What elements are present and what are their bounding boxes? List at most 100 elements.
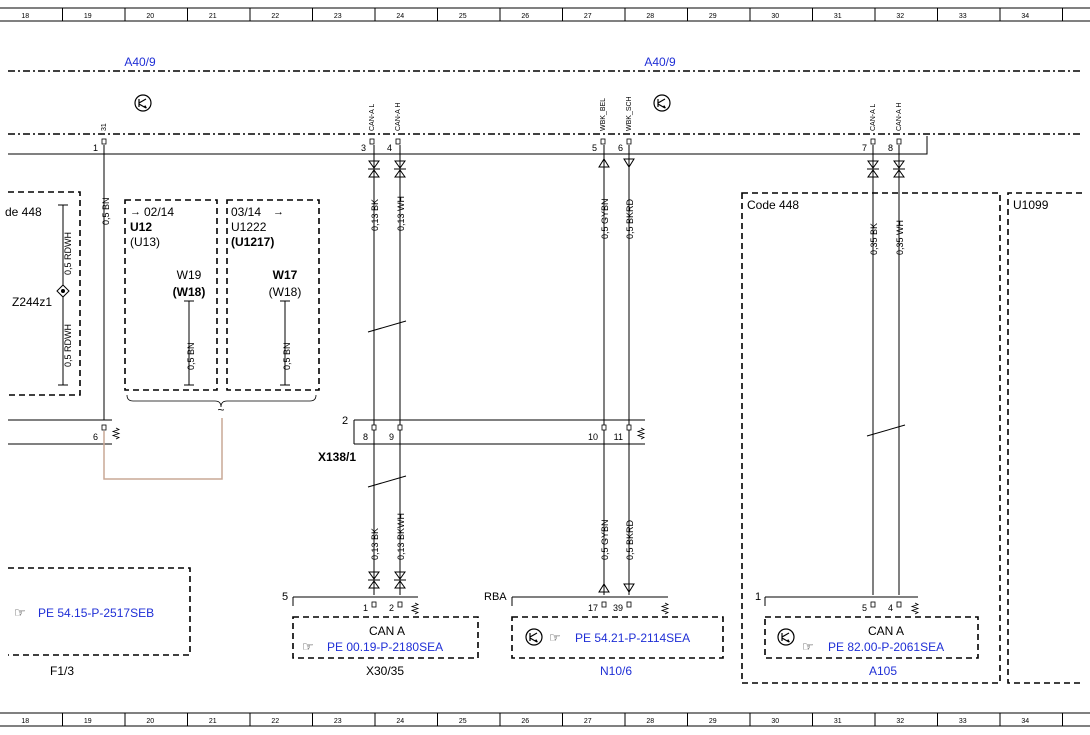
grid-column-number: 21 xyxy=(209,13,217,20)
box-label: de 448 xyxy=(5,205,42,219)
grid-column-number: 32 xyxy=(896,718,904,725)
wire-label: 0,5 BKRD xyxy=(625,519,635,560)
box-label: U1099 xyxy=(1013,198,1049,212)
grid-column-number: 21 xyxy=(209,718,217,725)
ground-label: W17 xyxy=(273,268,298,282)
grid-column-number: 33 xyxy=(959,13,967,20)
pin-label: CAN-A L xyxy=(369,104,376,131)
pin-number: 6 xyxy=(93,432,98,442)
pin-number: 9 xyxy=(389,432,394,442)
grid-column-number: 30 xyxy=(771,13,779,20)
variant-id: U1222 xyxy=(231,220,267,234)
module-label-right: A40/9 xyxy=(644,55,676,69)
grid-column-number: 23 xyxy=(334,718,342,725)
variant-box-u1222 xyxy=(226,199,320,391)
arrow-right-icon: → xyxy=(130,206,141,218)
wire-label: 0,13 BK xyxy=(370,199,380,231)
component-label: F1/3 xyxy=(50,664,74,678)
reference-icon: ☞ xyxy=(302,639,314,654)
pin-number: 2 xyxy=(389,603,394,613)
variant-range: 03/14 xyxy=(231,205,261,219)
pin-label: CAN-A H xyxy=(395,103,402,131)
grid-column-number: 23 xyxy=(334,13,342,20)
pin-number: 10 xyxy=(588,432,598,442)
variant-range: 02/14 xyxy=(144,205,174,219)
component-label: X30/35 xyxy=(366,664,404,678)
control-unit-icon xyxy=(525,628,543,646)
pin-label: 31 xyxy=(101,123,108,131)
reference-link[interactable]: PE 82.00-P-2061SEA xyxy=(828,640,944,654)
grid-column-number: 22 xyxy=(271,718,279,725)
pin-number: 3 xyxy=(361,143,366,153)
grid-column-number: 25 xyxy=(459,718,467,725)
connector-count: 2 xyxy=(342,415,348,427)
grid-column-number: 29 xyxy=(709,13,717,20)
ground-label: W19 xyxy=(177,268,202,282)
wires xyxy=(103,145,906,595)
code-448-box-right xyxy=(741,192,1001,684)
pin-label: CAN-A H xyxy=(896,103,903,131)
grid-column-number: 28 xyxy=(646,718,654,725)
module-label-left: A40/9 xyxy=(124,55,156,69)
component-label: Z244z1 xyxy=(12,295,52,309)
grid-column-number: 25 xyxy=(459,13,467,20)
connector-count: 1 xyxy=(755,591,761,603)
grid-column-number: 22 xyxy=(271,13,279,20)
grid-column-number: 32 xyxy=(896,13,904,20)
reference-icon: ☞ xyxy=(14,605,26,620)
pin-number: 11 xyxy=(614,432,623,442)
connector-count: RBA xyxy=(484,591,507,603)
pin-number: 8 xyxy=(363,432,368,442)
u1099-box xyxy=(1007,192,1082,684)
x30-connector xyxy=(292,596,418,606)
grid-column-number: 28 xyxy=(646,13,654,20)
pin-number: 5 xyxy=(592,143,597,153)
grid-column-number: 26 xyxy=(521,13,529,20)
reference-link[interactable]: PE 54.21-P-2114SEA xyxy=(575,631,690,645)
ground-alt: (W18) xyxy=(173,285,206,299)
component-label: A105 xyxy=(869,664,897,678)
bus-title: CAN A xyxy=(868,624,904,638)
grid-column-number: 31 xyxy=(834,13,842,20)
grid-column-number: 20 xyxy=(146,13,154,20)
grid-column-number: 30 xyxy=(771,718,779,725)
n106-connector xyxy=(511,596,668,606)
pin-number: 4 xyxy=(387,143,392,153)
variant-box-u12 xyxy=(124,199,218,391)
wire-label: 0,5 GYBN xyxy=(600,198,610,239)
wire-label: 0,5 BKRD xyxy=(625,198,635,239)
grid-column-number: 27 xyxy=(584,718,592,725)
variant-brace xyxy=(126,394,317,408)
wire-label: 0,13 BKWH xyxy=(396,513,406,560)
arrow-right-icon: → xyxy=(273,206,284,218)
shield-wire xyxy=(103,418,223,480)
pin-number: 6 xyxy=(618,143,623,153)
reference-link[interactable]: PE 54.15-P-2517SEB xyxy=(38,606,154,620)
wire-label: 0,5 BN xyxy=(101,197,111,225)
pin-label: WBK_SCH xyxy=(626,96,633,131)
module-edge xyxy=(8,136,928,155)
code-448-box-left xyxy=(8,191,81,396)
grid-column-number: 26 xyxy=(521,718,529,725)
pin-number: 17 xyxy=(588,603,598,613)
reference-link[interactable]: PE 00.19-P-2180SEA xyxy=(327,640,443,654)
alternative-icon: ~ xyxy=(217,403,224,417)
f13-box xyxy=(8,567,191,656)
grid-column-number: 29 xyxy=(709,718,717,725)
a105-box xyxy=(764,616,979,659)
control-unit-icon xyxy=(653,94,671,112)
wire-label: 0,13 WH xyxy=(396,196,406,231)
pin-number: 4 xyxy=(888,603,893,613)
component-label: N10/6 xyxy=(600,664,632,678)
x30-box xyxy=(292,616,479,659)
grid-column-number: 20 xyxy=(146,718,154,725)
bus-title: CAN A xyxy=(369,624,405,638)
control-unit-icon xyxy=(777,628,795,646)
grid-column-number: 24 xyxy=(396,718,404,725)
wire-label: 0,5 BN xyxy=(282,342,292,370)
pin-number: 39 xyxy=(613,603,623,613)
box-label: Code 448 xyxy=(747,198,799,212)
pin-number: 5 xyxy=(862,603,867,613)
x138-connector xyxy=(353,419,645,445)
